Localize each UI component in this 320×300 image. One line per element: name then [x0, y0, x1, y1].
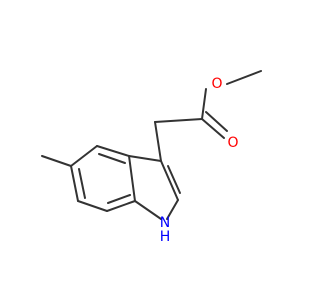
bond-c7-c7a-inner — [107, 194, 131, 204]
bond-c4-c5 — [70, 145, 98, 167]
bond-c6-c7 — [77, 200, 108, 212]
bond-n1-c7a — [134, 200, 162, 220]
bond-c3a-c4-inner — [98, 153, 126, 164]
indole-nitrogen-label: N — [160, 215, 170, 231]
bond-carbonyl-double-a — [201, 118, 225, 139]
molecule-structure-canvas: O O N H — [41, 70, 262, 245]
indole-hydrogen-label: H — [160, 229, 171, 245]
bond-c2-n1 — [166, 199, 179, 220]
bond-o-carbonyl-carbon — [201, 88, 207, 120]
bond-c3-c2 — [160, 160, 179, 201]
bond-layer — [41, 70, 262, 220]
ester-oxygen-label: O — [211, 76, 222, 92]
bond-methyl-o — [226, 70, 262, 85]
bond-c3-c2-inner — [167, 165, 181, 194]
atom-label-layer: O O N H — [160, 76, 239, 245]
bond-c5-methyl — [41, 155, 72, 167]
bond-carbonyl-ch2 — [154, 118, 203, 123]
bond-carbonyl-double-b — [205, 111, 228, 132]
bond-c3a-c4 — [96, 145, 130, 157]
bond-c5-c6-inner — [78, 168, 86, 199]
bond-ch2-c3 — [154, 121, 162, 162]
bond-c5-c6 — [70, 165, 79, 202]
bond-c3-c3a — [128, 155, 162, 162]
bond-c7-c7a — [106, 200, 136, 212]
bond-c3a-c7a — [128, 155, 136, 202]
carbonyl-oxygen-label: O — [227, 135, 238, 151]
